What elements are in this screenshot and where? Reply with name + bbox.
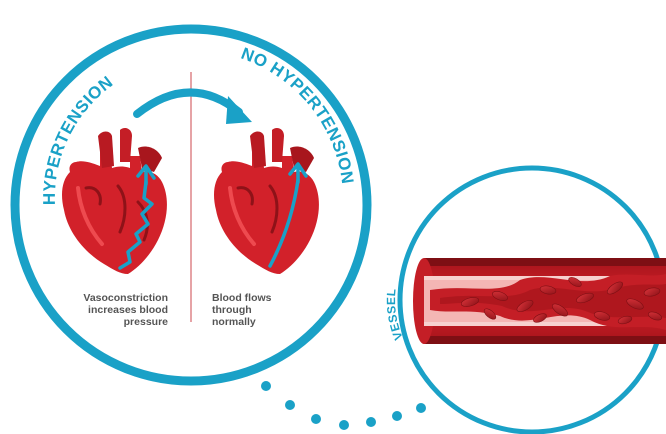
caption-line: normally bbox=[212, 316, 302, 328]
caption-line: Vasoconstriction bbox=[62, 292, 168, 304]
dotted-connector bbox=[261, 381, 426, 430]
blood-vessel-icon bbox=[413, 258, 666, 344]
caption-line: increases blood bbox=[62, 304, 168, 316]
caption-line: Blood flows bbox=[212, 292, 302, 304]
caption-line: pressure bbox=[62, 316, 168, 328]
hypertension-caption: Vasoconstriction increases blood pressur… bbox=[62, 292, 168, 328]
caption-line: through bbox=[212, 304, 302, 316]
no-hypertension-caption: Blood flows through normally bbox=[212, 292, 302, 328]
